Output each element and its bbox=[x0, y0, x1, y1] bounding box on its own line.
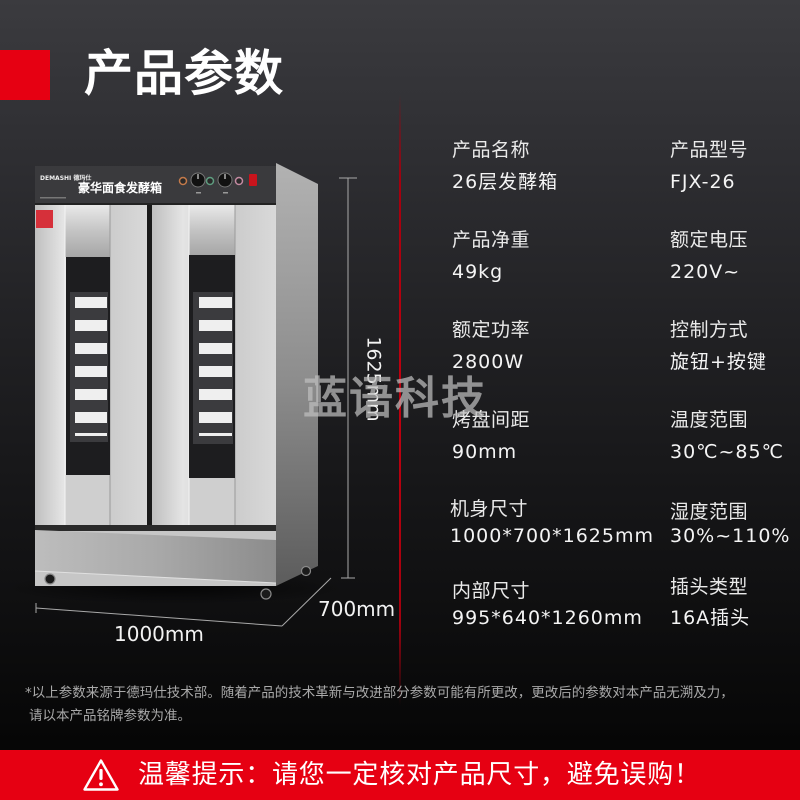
indicator-light-icon bbox=[234, 176, 244, 186]
spec-label: 产品型号 bbox=[670, 139, 749, 161]
watermark-text: 蓝语科技 bbox=[303, 373, 487, 424]
spec-value: 49kg bbox=[452, 261, 504, 283]
spec-label: 内部尺寸 bbox=[452, 580, 531, 602]
product-image-proofer-cabinet: DEMASHI 德玛仕 豪华面食发酵箱 bbox=[5, 163, 357, 627]
spec-label: 插头类型 bbox=[670, 576, 749, 598]
spec-internal-size: 内部尺寸 995*640*1260mm bbox=[452, 580, 643, 629]
wheel-icon bbox=[300, 565, 312, 577]
spec-label: 湿度范围 bbox=[670, 501, 749, 523]
right-door bbox=[152, 205, 276, 525]
spec-model: 产品型号 FJX-26 bbox=[670, 139, 748, 193]
brand-logo: DEMASHI 德玛仕 bbox=[40, 174, 91, 182]
spec-product-name: 产品名称 26层发酵箱 bbox=[452, 139, 558, 193]
footnote-line-1: *以上参数来源于德玛仕技术部。随着产品的技术革新与改进部分参数可能有所更改，更改… bbox=[25, 685, 734, 701]
door-gap bbox=[147, 205, 152, 525]
spec-rated-power: 额定功率 2800W bbox=[452, 319, 530, 373]
indicator-light-icon bbox=[178, 176, 188, 186]
dimension-lines bbox=[35, 177, 357, 627]
spec-net-weight: 产品净重 49kg bbox=[452, 229, 530, 283]
spec-body-size: 机身尺寸 1000*700*1625mm bbox=[450, 498, 654, 547]
spec-label: 控制方式 bbox=[670, 319, 749, 341]
indicator-light-icon bbox=[205, 176, 215, 186]
spec-temperature-range: 温度范围 30℃~85℃ bbox=[670, 409, 784, 463]
red-vertical-divider bbox=[399, 95, 401, 705]
spec-control-mode: 控制方式 旋钮+按键 bbox=[670, 319, 767, 373]
control-panel: DEMASHI 德玛仕 豪华面食发酵箱 bbox=[35, 166, 276, 205]
spec-rated-voltage: 额定电压 220V~ bbox=[670, 229, 748, 283]
wheel-icon bbox=[260, 588, 272, 600]
depth-dimension-label: 700mm bbox=[318, 597, 396, 621]
spec-value: 1000*700*1625mm bbox=[450, 525, 654, 547]
spec-value: 旋钮+按键 bbox=[670, 351, 767, 373]
spec-plug-type: 插头类型 16A插头 bbox=[670, 576, 750, 629]
spec-humidity-range: 湿度范围 30%~110% bbox=[670, 501, 790, 547]
warning-text: 温馨提示：请您一定核对产品尺寸，避免误购！ bbox=[138, 760, 701, 790]
cabinet-side-panel bbox=[276, 163, 318, 586]
spec-value: FJX-26 bbox=[670, 171, 736, 193]
temperature-knob-icon bbox=[190, 172, 206, 188]
spec-label: 额定电压 bbox=[670, 229, 749, 251]
spec-label: 额定功率 bbox=[452, 319, 531, 341]
kick-plate bbox=[35, 530, 276, 583]
footnote-line-2: 请以本产品铭牌参数为准。 bbox=[29, 708, 191, 724]
spec-label: 产品名称 bbox=[452, 139, 531, 161]
warning-triangle-icon bbox=[83, 759, 119, 791]
spec-value: 30%~110% bbox=[670, 525, 791, 547]
spec-value: 26层发酵箱 bbox=[452, 171, 559, 193]
title-accent-square bbox=[0, 50, 50, 100]
spec-label: 机身尺寸 bbox=[450, 498, 529, 520]
wheel-icon bbox=[44, 573, 56, 585]
spec-label: 温度范围 bbox=[670, 409, 749, 431]
spec-tray-spacing: 烤盘间距 90mm bbox=[452, 409, 530, 463]
spec-value: 30℃~85℃ bbox=[670, 441, 784, 463]
spec-value: 2800W bbox=[452, 351, 525, 373]
spec-value: 995*640*1260mm bbox=[452, 607, 643, 629]
width-dimension-label: 1000mm bbox=[114, 622, 204, 646]
power-switch-icon bbox=[249, 174, 257, 186]
spec-value: 90mm bbox=[452, 441, 518, 463]
spec-value: 220V~ bbox=[670, 261, 741, 283]
spec-label: 产品净重 bbox=[452, 229, 531, 251]
spec-label: 烤盘间距 bbox=[452, 409, 531, 431]
spec-value: 16A插头 bbox=[670, 607, 751, 629]
humidity-knob-icon bbox=[217, 172, 233, 188]
width-dimension-line bbox=[35, 607, 283, 627]
page-title: 产品参数 bbox=[84, 45, 285, 102]
tray-stack bbox=[199, 297, 232, 436]
panel-label: 豪华面食发酵箱 bbox=[78, 180, 162, 195]
warning-bar: 温馨提示：请您一定核对产品尺寸，避免误购！ bbox=[0, 750, 800, 800]
depth-dimension-line bbox=[281, 577, 332, 627]
left-door bbox=[35, 205, 147, 525]
warning-sticker bbox=[36, 210, 53, 228]
tray-stack bbox=[75, 297, 107, 436]
caster-wheels bbox=[44, 565, 312, 600]
